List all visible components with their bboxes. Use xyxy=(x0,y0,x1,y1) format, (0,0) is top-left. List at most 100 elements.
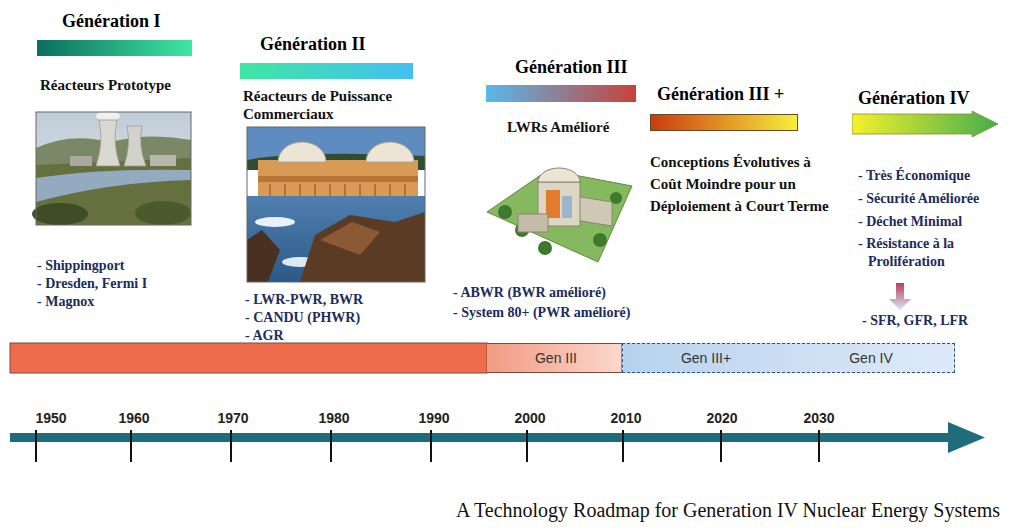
reactor-dome xyxy=(278,142,326,162)
text-slot: - Magnox xyxy=(37,293,94,311)
photo-frame xyxy=(247,127,425,282)
timeline-segment: Gen III+ Gen IV xyxy=(622,343,955,373)
text-slot: Réacteurs de Puissance Commerciaux xyxy=(243,87,433,123)
text-slot: 2010 xyxy=(610,409,641,427)
photo-rocks xyxy=(320,222,380,255)
generation-heading: Génération II xyxy=(260,33,366,55)
generation-gradient xyxy=(37,40,192,56)
era-label: Gen III+ xyxy=(681,349,731,367)
reactor-example: - Dresden, Fermi I xyxy=(37,275,147,293)
reactor-example: - System 80+ (PWR amélioré) xyxy=(453,304,630,322)
text-slot: A Technology Roadmap for Generation IV N… xyxy=(456,498,1000,522)
text-slot: Gen III+ xyxy=(681,349,731,367)
timeline-segment: Gen III xyxy=(487,343,622,373)
text-slot: 2020 xyxy=(706,409,737,427)
text-slot: Conceptions Évolutives à Coût Moindre po… xyxy=(650,151,840,217)
generation-heading: Génération I xyxy=(62,10,161,32)
plant-building xyxy=(150,155,176,166)
down-arrow xyxy=(889,283,911,310)
building-band xyxy=(258,176,418,182)
plant-building xyxy=(70,156,92,166)
year-label: 2010 xyxy=(610,409,641,427)
year-label: 1970 xyxy=(217,409,248,427)
reactor-example: - Shippingport xyxy=(37,257,125,275)
column-subtitle: Réacteurs Prototype xyxy=(40,76,171,94)
photo-rocks xyxy=(300,212,425,282)
time-arrow xyxy=(10,422,985,453)
era-label: Gen III xyxy=(535,349,577,367)
year-label: 2020 xyxy=(706,409,737,427)
aux-building xyxy=(575,196,612,226)
photo-rocks xyxy=(247,230,280,282)
tree xyxy=(498,205,512,219)
plant-building xyxy=(258,160,418,196)
text-slot: - Sécurité Améliorée xyxy=(858,190,979,208)
year-label: 2000 xyxy=(514,409,545,427)
year-label: 1990 xyxy=(418,409,449,427)
text-slot: Génération II xyxy=(260,33,366,55)
era-label: Gen IV xyxy=(849,349,893,367)
goal-item: - Très Économique xyxy=(858,167,970,185)
text-slot: - Shippingport xyxy=(37,257,125,275)
text-slot: 2030 xyxy=(803,409,834,427)
goal-item: - Déchet Minimal xyxy=(858,213,962,231)
timeline-bar xyxy=(10,343,487,373)
generation-heading: Génération IV xyxy=(858,87,970,109)
gen3-illustration xyxy=(487,168,632,262)
text-slot: 1990 xyxy=(418,409,449,427)
goal-item: - Sécurité Améliorée xyxy=(858,190,979,208)
column-subtitle: Réacteurs de Puissance Commerciaux xyxy=(243,87,433,123)
text-slot: - AGR xyxy=(245,327,284,345)
reactor-example: - AGR xyxy=(245,327,284,345)
text-slot: - CANDU (PHWR) xyxy=(245,309,360,327)
tree xyxy=(538,241,552,255)
text-slot: 1960 xyxy=(118,409,149,427)
text-slot: 1980 xyxy=(318,409,349,427)
photo-river xyxy=(36,170,191,202)
text-slot: Génération III + xyxy=(657,83,784,105)
column-subtitle: LWRs Amélioré xyxy=(507,118,609,136)
goal-item: - Résistance à la Prolifération xyxy=(858,235,1008,271)
year-label: 1980 xyxy=(318,409,349,427)
text-slot: 1950 xyxy=(35,409,66,427)
text-slot: - LWR-PWR, BWR xyxy=(245,291,363,309)
reactor-example: - LWR-PWR, BWR xyxy=(245,291,363,309)
figure-caption: A Technology Roadmap for Generation IV N… xyxy=(456,498,1000,522)
text-slot: 1970 xyxy=(217,409,248,427)
reactor-pool xyxy=(562,196,572,218)
text-slot: 2000 xyxy=(514,409,545,427)
text-slot: LWRs Amélioré xyxy=(507,118,609,136)
generation-arrow xyxy=(852,111,998,137)
generation-bar: Génération I xyxy=(37,10,192,56)
generation-gradient xyxy=(650,114,798,131)
text-slot: - Déchet Minimal xyxy=(858,213,962,231)
generation-gradient xyxy=(486,85,636,102)
turbine-building xyxy=(518,214,548,232)
gen1-photo xyxy=(32,111,191,225)
text-slot: Gen III xyxy=(535,349,577,367)
photo-frame xyxy=(36,112,191,225)
photo-trees xyxy=(32,203,88,225)
text-slot: - System 80+ (PWR amélioré) xyxy=(453,304,630,322)
text-slot: Réacteurs Prototype xyxy=(40,76,171,94)
text-slot: Génération IV xyxy=(858,87,970,109)
text-slot: Gen IV xyxy=(849,349,893,367)
generation-bar: Génération IV xyxy=(852,87,998,137)
photo-trees xyxy=(135,201,191,225)
text-slot: - ABWR (BWR amélioré) xyxy=(453,284,606,302)
photo-sea xyxy=(247,196,425,282)
cooling-tower xyxy=(124,126,146,166)
year-label: 2030 xyxy=(803,409,834,427)
text-slot: Génération I xyxy=(62,10,161,32)
cooling-tower xyxy=(96,120,120,166)
reactor-example: - ABWR (BWR amélioré) xyxy=(453,284,606,302)
generation-bar: Génération III + xyxy=(650,83,798,131)
reactor-example: - CANDU (PHWR) xyxy=(245,309,360,327)
text-slot: Génération III xyxy=(515,56,628,78)
column-subtitle: Conceptions Évolutives à Coût Moindre po… xyxy=(650,151,840,217)
year-ticks xyxy=(36,430,819,462)
generation-gradient xyxy=(240,63,413,79)
tree xyxy=(593,233,607,247)
